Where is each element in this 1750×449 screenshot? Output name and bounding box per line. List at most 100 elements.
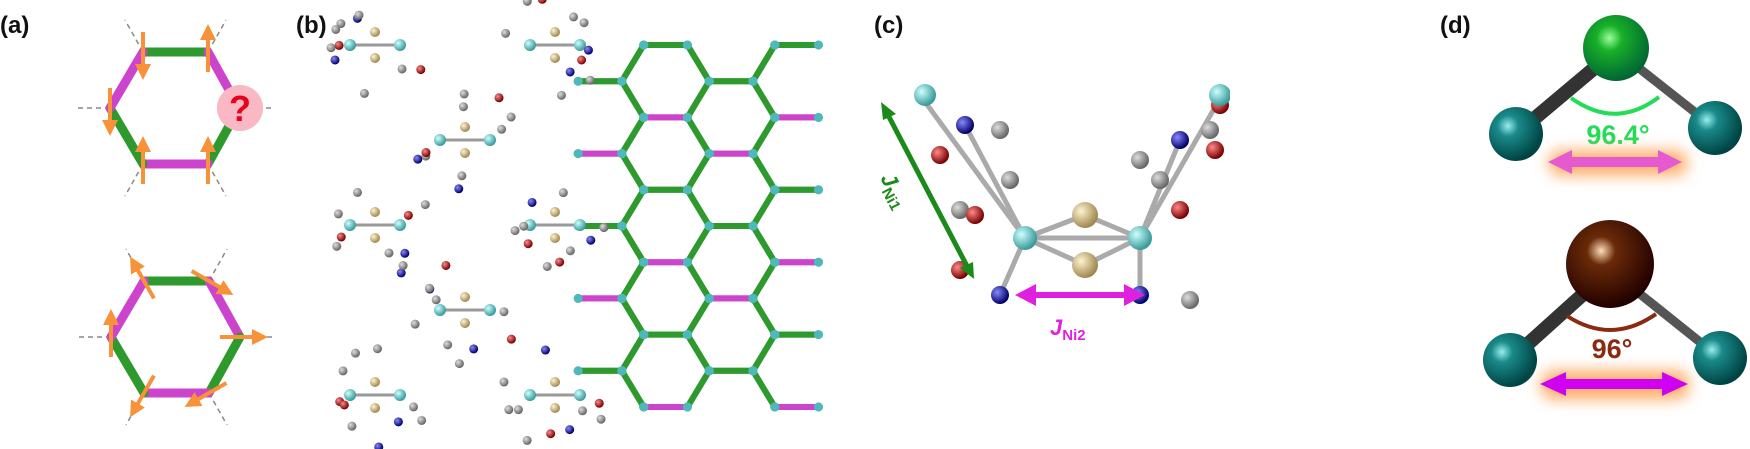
ligand-atom [431, 295, 441, 305]
ni-atom [484, 304, 496, 316]
dashed-neighbor-bond [124, 19, 144, 53]
ligand-atom [527, 197, 537, 207]
ni-atom [574, 219, 586, 231]
ligand-atom [522, 435, 532, 445]
ni-node [748, 76, 758, 86]
ligand-atom [546, 429, 556, 439]
ni-atom [1128, 226, 1152, 250]
ligand-atom [499, 307, 509, 317]
panel-d-bond-angles: 96.4° 96° [1483, 15, 1747, 400]
ni-node [573, 149, 583, 159]
ligand-atom [556, 90, 566, 100]
ligand-atom [991, 286, 1009, 304]
ni-node [770, 330, 780, 340]
ni-atom [1688, 101, 1742, 155]
ni-atom [394, 219, 406, 231]
panel-a-hexagon-spins [78, 19, 272, 426]
ligand-atom [577, 55, 587, 65]
angle-diagram-top: 96.4° [1489, 15, 1742, 176]
ni-node [748, 221, 758, 231]
ligand-atom [332, 241, 342, 251]
ni-atom [574, 39, 586, 51]
ligand-atom [334, 40, 344, 50]
green-bond [750, 115, 778, 156]
green-bond [684, 260, 712, 300]
ligand-atom [1131, 151, 1149, 169]
s-atom [1072, 252, 1098, 278]
green-bond [750, 79, 778, 119]
ligand-atom [504, 405, 514, 415]
green-bond [105, 103, 148, 169]
ligand-atom [594, 398, 604, 408]
green-bond [684, 188, 712, 228]
green-bond [684, 369, 712, 409]
green-bond [619, 369, 647, 409]
ni-node [682, 112, 692, 122]
ligand-atom [501, 28, 511, 38]
s-atom [550, 27, 560, 37]
ni-node [704, 293, 714, 303]
ligand-atom [991, 121, 1009, 139]
ligand-atom [1206, 141, 1224, 159]
ni-atom [914, 84, 936, 106]
green-bond [750, 260, 778, 300]
ligand-atom [417, 415, 427, 425]
ligand-atom [458, 102, 468, 112]
ligand-atom [443, 340, 453, 350]
s-atom [550, 403, 560, 413]
ligand-atom [331, 24, 341, 34]
ni-node [639, 257, 649, 267]
s-atom [370, 377, 380, 387]
s-atom [370, 53, 380, 63]
angle-value-bottom: 96° [1592, 334, 1633, 364]
ligand-atom [359, 88, 369, 98]
ni-node [814, 257, 823, 267]
ligand-atom [416, 65, 426, 75]
ligand-atom [397, 64, 407, 74]
ligand-atom [374, 442, 384, 449]
ni-node [639, 40, 649, 50]
ligand-atom [956, 116, 974, 134]
green-bond [204, 332, 245, 398]
ligand-atom [1171, 201, 1189, 219]
ligand-atom [583, 45, 593, 55]
bond [917, 93, 1028, 240]
s-atom [370, 403, 380, 413]
s-atom [550, 53, 560, 63]
ni-node [770, 402, 780, 412]
s-atom [550, 233, 560, 243]
ligand-atom [599, 223, 609, 233]
ni-atom [524, 39, 536, 51]
ligand-atom [350, 348, 360, 358]
ni-node [814, 330, 823, 340]
ligand-atom [506, 112, 516, 122]
magenta-bond [204, 276, 245, 342]
ni-atom [394, 39, 406, 51]
s-atom [460, 148, 470, 158]
exchange-double-arrow-bottom [1540, 372, 1688, 396]
ni-atom [344, 389, 356, 401]
ligand-atom [1171, 131, 1189, 149]
ni-node [770, 257, 780, 267]
ligand-atom [333, 209, 343, 219]
ni-atom [344, 39, 356, 51]
s-atom [370, 27, 380, 37]
ni-atom [434, 134, 446, 146]
ni-atom [434, 304, 446, 316]
ligand-atom [384, 248, 394, 258]
ni-atom [394, 389, 406, 401]
green-bond [750, 152, 778, 192]
green-bond [684, 333, 712, 373]
ni-node [617, 149, 627, 159]
dashed-neighbor-bond [208, 392, 228, 426]
ni-node [639, 112, 649, 122]
panel-c-exchange-paths [914, 84, 1230, 309]
ni-node [617, 293, 627, 303]
green-bond [684, 115, 712, 156]
ligand-atom [537, 0, 547, 4]
green-bond [619, 79, 647, 119]
green-bond [684, 152, 712, 192]
s-atom [550, 207, 560, 217]
frustration-question-marker: ? [217, 85, 263, 131]
ni-node [814, 402, 823, 412]
